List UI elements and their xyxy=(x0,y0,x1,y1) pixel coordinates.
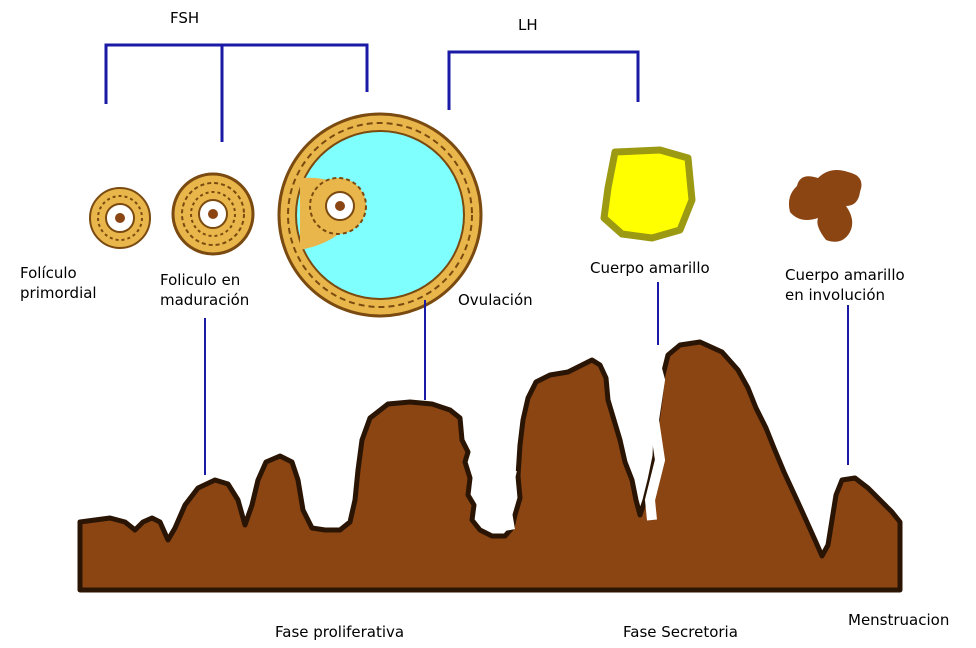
corpus-luteum-label: Cuerpo amarillo xyxy=(590,258,710,278)
corpus-luteum xyxy=(604,150,692,238)
ovulation-label: Ovulación xyxy=(458,290,533,310)
proliferative-phase-label: Fase proliferativa xyxy=(275,622,404,642)
lh-bracket xyxy=(449,52,638,110)
fsh-label: FSH xyxy=(170,8,199,28)
maturing-follicle xyxy=(173,174,253,254)
primordial-label-line2: primordial xyxy=(20,283,97,303)
menstruation-label: Menstruacion xyxy=(848,610,949,630)
primordial-follicle xyxy=(90,188,150,248)
lh-label: LH xyxy=(518,15,538,35)
involution-label-line1: Cuerpo amarillo xyxy=(785,265,905,285)
primordial-label-line1: Folículo xyxy=(20,263,77,283)
endometrium xyxy=(80,342,900,590)
involution-label-line2: en involución xyxy=(785,285,885,305)
maturing-label-line1: Foliculo en xyxy=(160,270,240,290)
secretory-phase-label: Fase Secretoria xyxy=(623,622,738,642)
maturing-label-line2: maduración xyxy=(160,290,249,310)
corpus-albicans xyxy=(789,170,862,242)
graafian-follicle xyxy=(279,114,481,316)
